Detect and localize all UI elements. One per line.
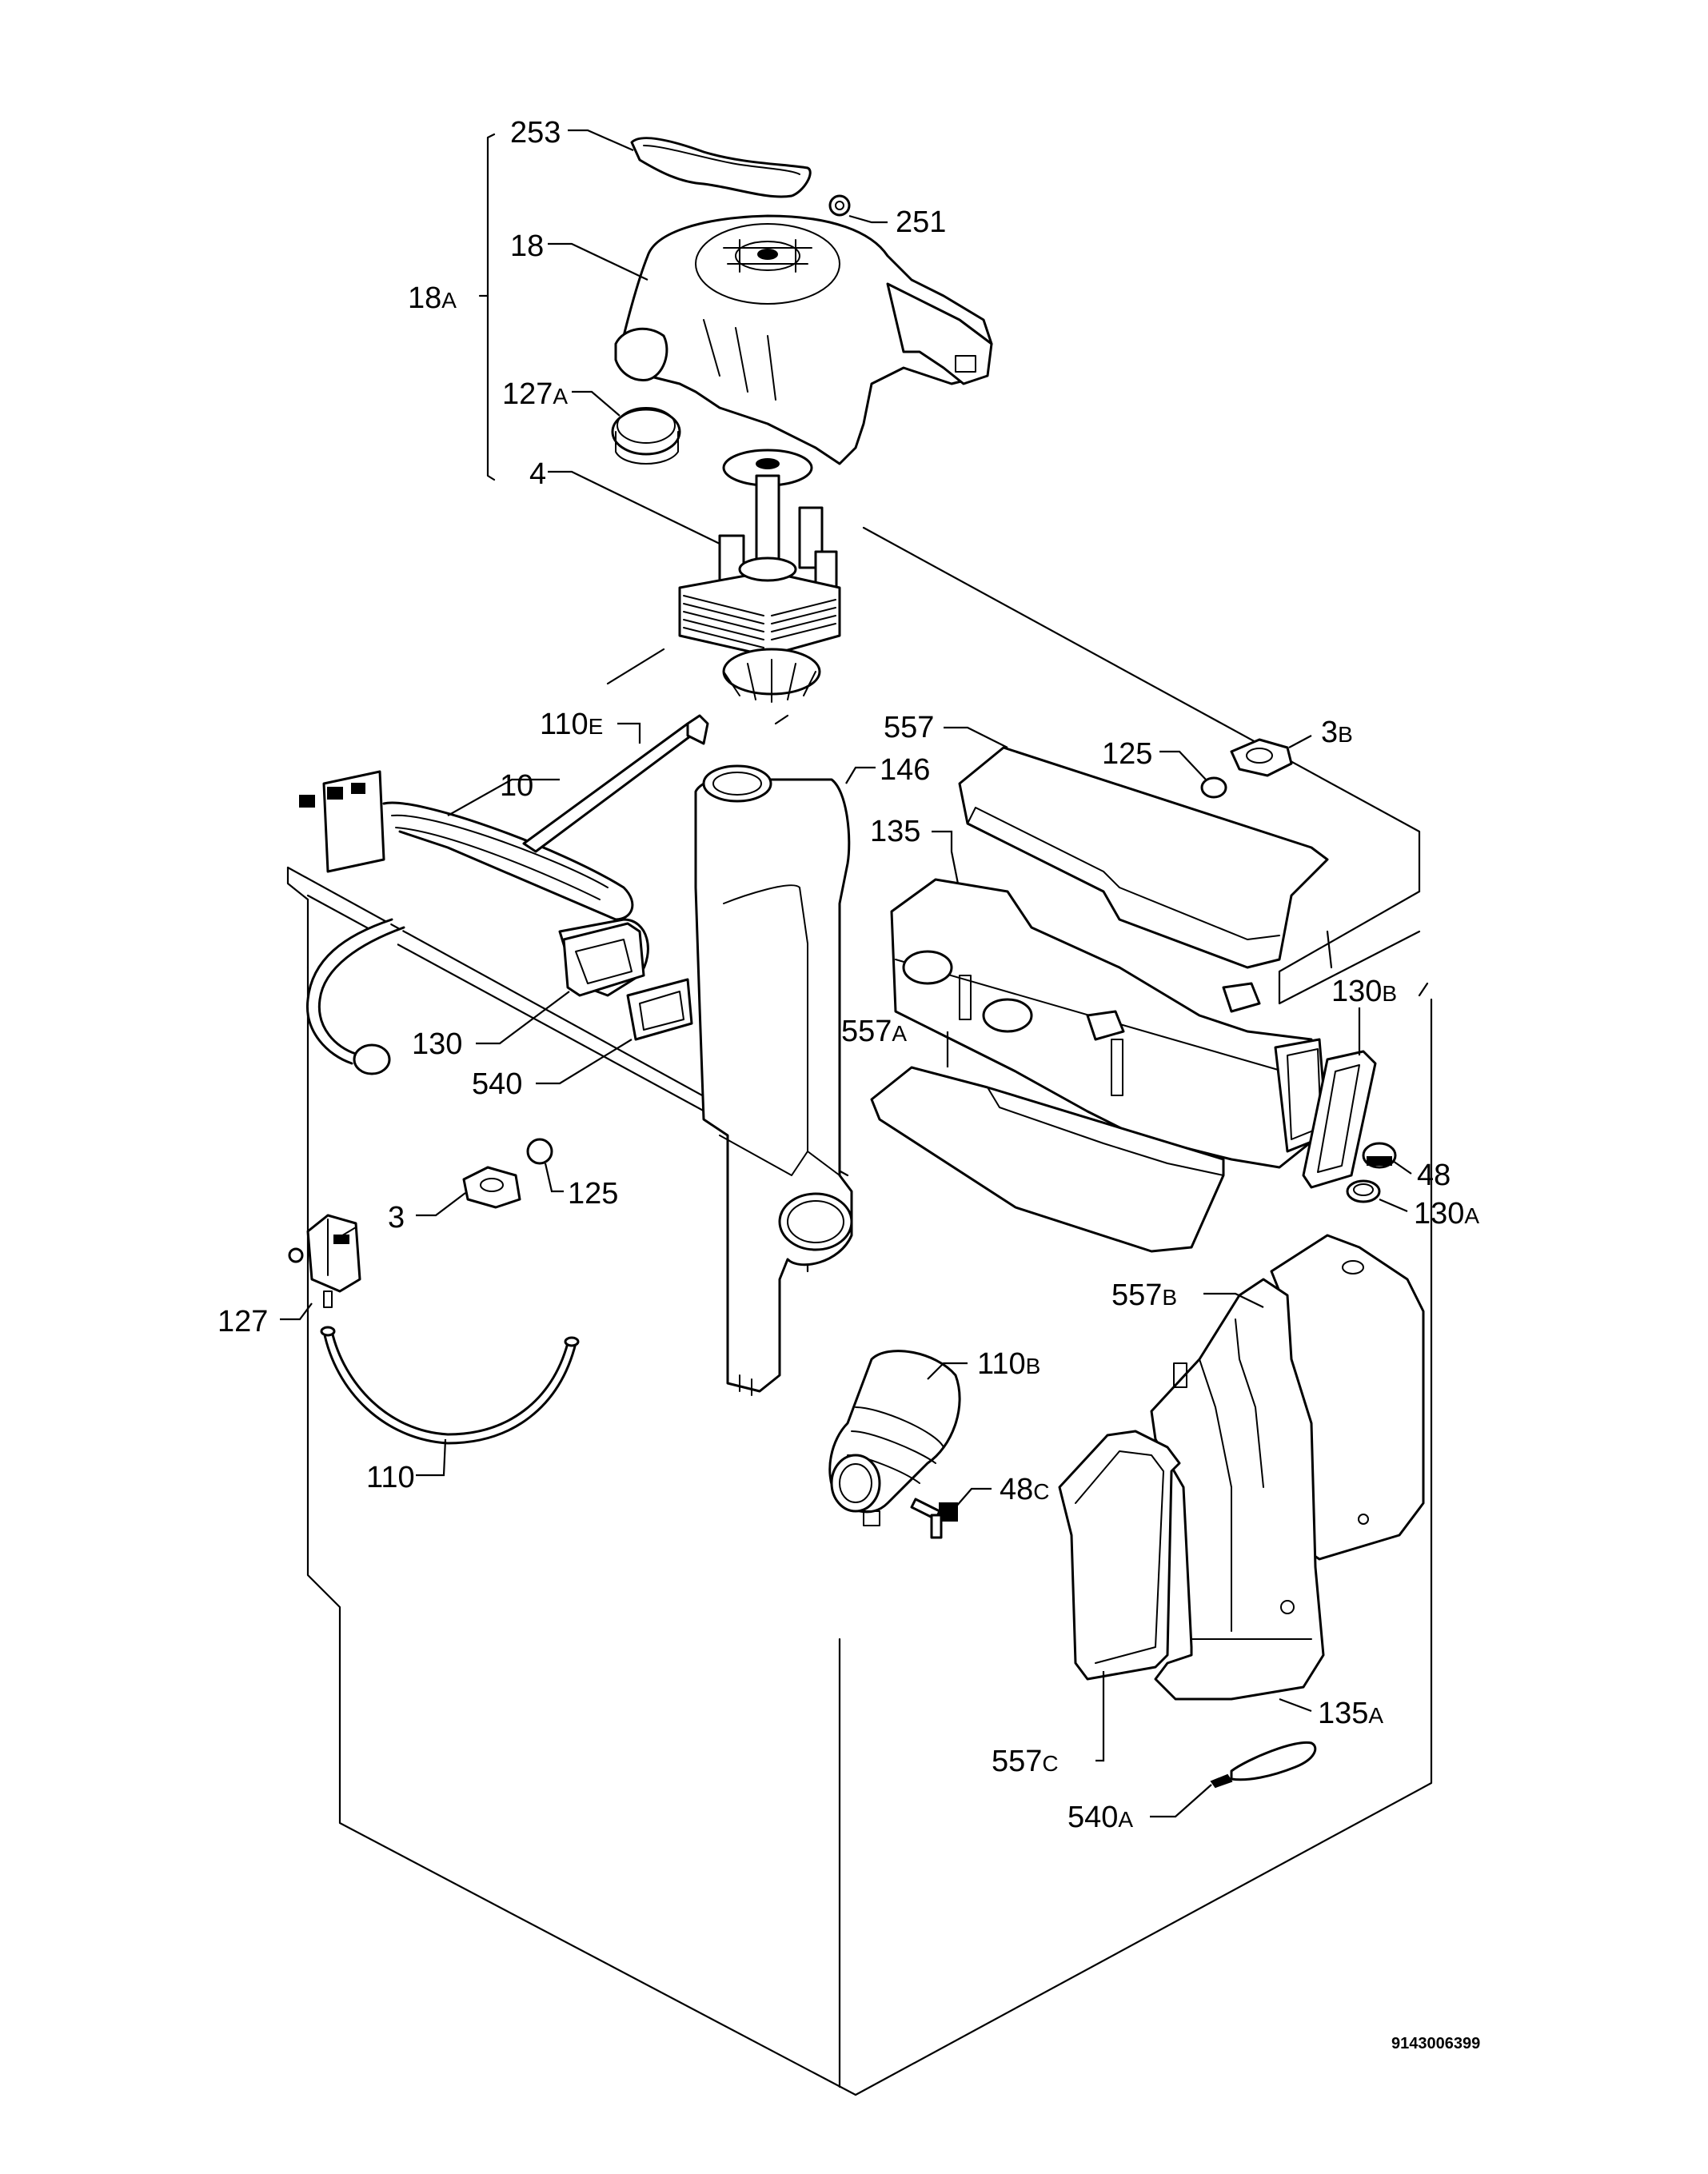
gasket-540: [626, 978, 693, 1041]
ring-130a: [1346, 1179, 1381, 1203]
gasket-130b: [1302, 1050, 1377, 1189]
leader-lines: [280, 129, 1412, 1818]
label-4: 4: [529, 457, 546, 491]
label-18a: 18A: [408, 281, 457, 315]
gasket-540a: [1210, 1741, 1317, 1789]
label-146: 146: [880, 753, 930, 787]
label-18: 18: [510, 229, 544, 263]
plug-48: [1362, 1142, 1397, 1169]
label-135: 135: [870, 815, 920, 848]
o-ring-125: [526, 1138, 553, 1165]
label-3b: 3B: [1321, 716, 1353, 749]
label-48: 48: [1417, 1159, 1451, 1192]
label-540a: 540A: [1068, 1801, 1133, 1834]
label-130b: 130B: [1331, 975, 1397, 1008]
label-557a: 557A: [841, 1015, 907, 1048]
label-110: 110: [366, 1461, 415, 1494]
hose-110: [320, 1326, 580, 1445]
label-557: 557: [884, 711, 934, 744]
fan-housing: [614, 214, 993, 465]
assembly-bracket-18a: [478, 133, 496, 481]
part-labels: 253 251 18 18A 127A 4 110E 10 146 557 12…: [217, 116, 1479, 1834]
label-540: 540: [472, 1067, 522, 1101]
nut: [828, 194, 851, 217]
label-48c: 48C: [1000, 1473, 1050, 1506]
o-ring-125-top: [1200, 776, 1227, 799]
cover-557c: [1058, 1430, 1181, 1681]
cover-557: [958, 746, 1329, 969]
sealing-ring: [611, 407, 681, 465]
label-110e: 110E: [540, 708, 603, 741]
heating-element: [299, 770, 649, 1075]
label-125: 125: [568, 1177, 618, 1211]
fan-motor: [678, 449, 841, 703]
cover-557a: [870, 1066, 1225, 1253]
label-127: 127: [217, 1305, 268, 1338]
label-557b: 557B: [1111, 1278, 1177, 1312]
label-127a: 127A: [502, 377, 568, 411]
sensor-48c: [910, 1498, 958, 1539]
duct-135a: [1150, 1278, 1325, 1701]
label-130a: 130A: [1414, 1197, 1479, 1231]
label-3: 3: [388, 1201, 405, 1235]
label-110b: 110B: [977, 1347, 1040, 1381]
label-130: 130: [412, 1027, 462, 1061]
label-10: 10: [500, 769, 533, 803]
label-253: 253: [510, 116, 561, 150]
gasket-130: [562, 922, 645, 997]
hose-110e: [522, 714, 709, 853]
pressure-switch: [288, 1214, 361, 1308]
label-125-top: 125: [1102, 737, 1152, 771]
label-135a: 135A: [1318, 1697, 1383, 1730]
air-duct: [694, 764, 853, 1396]
thermostat-3: [462, 1166, 521, 1209]
bellows: [828, 1350, 961, 1526]
drive-belt: [630, 137, 812, 198]
document-code: 9143006399: [1391, 2035, 1480, 2052]
label-251: 251: [896, 205, 946, 239]
label-557c: 557C: [992, 1745, 1059, 1778]
thermostat-3b: [1230, 738, 1293, 777]
